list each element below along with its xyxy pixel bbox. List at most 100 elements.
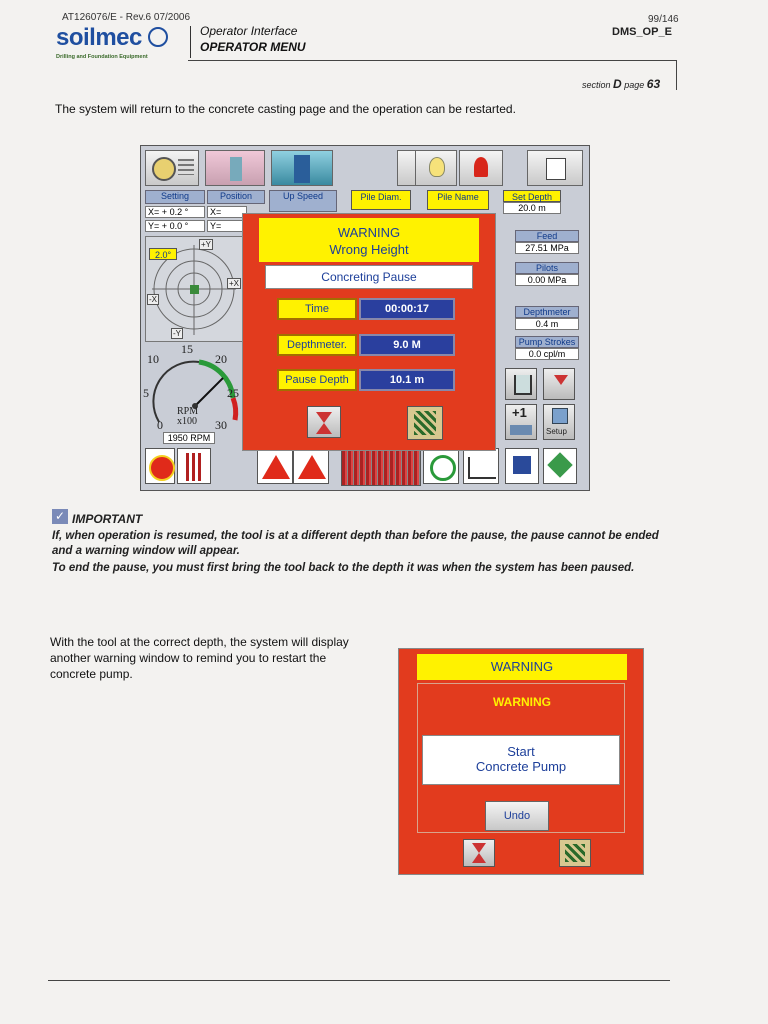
pause-depth-value: 10.1 m [359, 369, 455, 391]
page-count: 99/146 [648, 14, 679, 25]
lightbulb-button[interactable] [415, 150, 457, 186]
setting-y-value: 0.0 ° [169, 221, 189, 231]
position-x-row: X= [207, 206, 247, 218]
bell-icon [474, 157, 488, 177]
setting-y-axis: Y= [148, 221, 160, 231]
set-depth-header: Set Depth [503, 190, 561, 202]
truck-icon [510, 425, 532, 435]
mode-button[interactable] [205, 150, 265, 186]
rpm-gauge [145, 344, 245, 446]
section-label: section [582, 80, 611, 90]
network-icon [547, 452, 573, 478]
pump-strokes-value: 0.0 cpl/m [515, 348, 579, 360]
pilots-value: 0.00 MPa [515, 274, 579, 286]
setting-x-axis: X= [148, 207, 160, 217]
dialog2-inner-frame [417, 683, 625, 833]
brand-circle-icon [148, 26, 169, 47]
warning-triangle-icon [262, 455, 290, 479]
axis-neg-x: -X [147, 294, 159, 305]
pause-end-button[interactable] [307, 406, 341, 438]
undo-button[interactable]: Undo [485, 801, 549, 831]
page-label: page [624, 80, 645, 90]
lightbulb-icon [429, 157, 445, 177]
gauge-tick-0: 0 [157, 418, 163, 432]
feed-value: 27.51 MPa [515, 242, 579, 254]
concreting-pause-title: Concreting Pause [265, 265, 473, 289]
pause-depth-label: Pause Depth [277, 369, 357, 391]
important-text-1: If, when operation is resumed, the tool … [52, 530, 659, 557]
footer-rule [48, 980, 670, 981]
header-rule-vertical [676, 60, 677, 90]
setup-icon [552, 408, 568, 424]
mode-icon [230, 157, 242, 181]
warning-button-2[interactable] [293, 448, 329, 484]
cycle-icon [430, 455, 456, 481]
start-pump-message: Start Concrete Pump [422, 735, 620, 785]
alarm-bell-button[interactable] [459, 150, 503, 186]
hourglass-cancel-icon [316, 412, 332, 423]
network-button[interactable] [543, 448, 577, 484]
start-pump-dialog: WARNING WARNING Start Concrete Pump Undo [398, 648, 644, 875]
pump-strokes-label: Pump Strokes [515, 336, 579, 348]
hourglass-icon-2-bottom [472, 853, 486, 863]
casting-screen: Setting Position Up Speed Pile Diam. Pil… [140, 145, 590, 491]
position-header: Position [207, 190, 265, 204]
header-title-1: Operator Interface [200, 24, 298, 38]
hourglass-icon-2 [472, 843, 486, 853]
setting-header: Setting [145, 190, 205, 204]
bucket-icon [514, 375, 532, 395]
set-depth-value: 20.0 m [503, 202, 561, 214]
gauge-tick-15: 15 [181, 342, 193, 356]
emergency-button[interactable] [145, 448, 175, 484]
cycle-button[interactable] [423, 448, 459, 484]
depthmeter-value-dlg: 9.0 M [359, 334, 455, 356]
setup-button[interactable]: Setup [543, 404, 575, 440]
depthmeter-label-dlg: Depthmeter. [277, 334, 357, 356]
header-divider [190, 26, 191, 58]
add-pile-button[interactable]: +1 [505, 404, 537, 440]
bucket-button[interactable] [505, 368, 537, 400]
warning-triangle-icon-2 [298, 455, 326, 479]
report-button[interactable] [527, 150, 583, 186]
section-page-ref: section D page 63 [582, 77, 660, 91]
brand-logo: soilmec [56, 24, 169, 52]
inclination-value: 2.0° [149, 248, 177, 260]
warning-banner: WARNING Wrong Height [259, 218, 479, 262]
tool-view-button[interactable] [271, 150, 333, 186]
dialog2-title-bar: WARNING [417, 654, 627, 680]
confirm-button[interactable] [407, 406, 443, 440]
lower-text: With the tool at the correct depth, the … [50, 635, 349, 681]
tool-icon [294, 155, 310, 183]
brand-tagline: Drilling and Foundation Equipment [56, 54, 148, 60]
chart-button[interactable] [463, 448, 499, 484]
report-icon [546, 158, 566, 180]
dialog2-hourglass-button[interactable] [463, 839, 495, 867]
intro-text: The system will return to the concrete c… [55, 102, 516, 116]
floppy-disk-icon [513, 456, 531, 474]
warning-title: WARNING [337, 225, 401, 240]
list-icon [178, 159, 194, 175]
pause-hourglass-button[interactable] [543, 368, 575, 400]
setting-y-sign: + [161, 221, 168, 231]
setting-y-row: Y= + 0.0 ° [145, 220, 205, 232]
setting-x-row: X= + 0.2 ° [145, 206, 205, 218]
rig-button[interactable] [177, 448, 211, 484]
doc-code: DMS_OP_E [612, 26, 672, 38]
save-button[interactable] [505, 448, 539, 484]
gauge-unit-multiplier: x100 [177, 416, 197, 427]
inclinometer-target-icon [152, 245, 236, 335]
header-rule [188, 60, 676, 61]
gauge-menu-button[interactable] [145, 150, 199, 186]
hourglass-icon [554, 375, 568, 385]
dialog2-warning-text: WARNING [493, 695, 551, 709]
gauge-tick-30: 30 [215, 418, 227, 432]
plus-one-label: +1 [512, 405, 527, 420]
setup-label: Setup [546, 427, 567, 436]
dialog2-confirm-button[interactable] [559, 839, 591, 867]
section-letter: D [613, 77, 622, 91]
warning-dialog: WARNING Wrong Height Concreting Pause Ti… [242, 213, 496, 451]
setting-x-sign: + [161, 207, 168, 217]
page-number: 63 [646, 77, 661, 91]
pile-diam-header: Pile Diam. [351, 190, 411, 210]
warning-button-1[interactable] [257, 448, 293, 484]
